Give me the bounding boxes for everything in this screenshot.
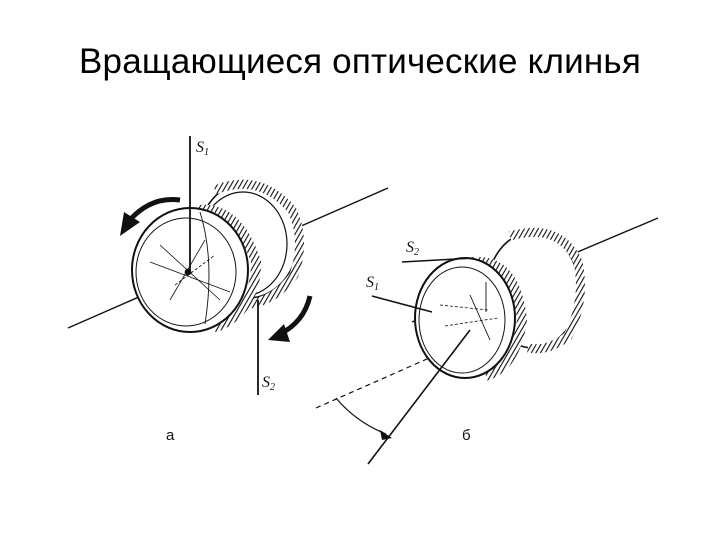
deflection-angle-arc-b <box>335 397 387 435</box>
deflected-ray-b <box>367 329 471 465</box>
slide-title: Вращающиеся оптические клинья <box>78 42 642 81</box>
label-s1-a: S1 <box>196 139 209 158</box>
front-wedge-b <box>414 257 528 381</box>
label-s2-a: S2 <box>262 374 275 393</box>
label-s1-b: S1 <box>366 274 379 293</box>
front-wedge-a <box>131 204 262 333</box>
ray-s1-b <box>371 295 433 313</box>
ray-s2-b <box>401 257 475 263</box>
figure-b <box>315 217 659 465</box>
reference-axis-b <box>315 339 471 409</box>
caption-b: б <box>462 427 471 444</box>
figure-a <box>67 136 389 395</box>
label-s2-b: S2 <box>406 239 419 258</box>
caption-a: а <box>166 427 175 444</box>
